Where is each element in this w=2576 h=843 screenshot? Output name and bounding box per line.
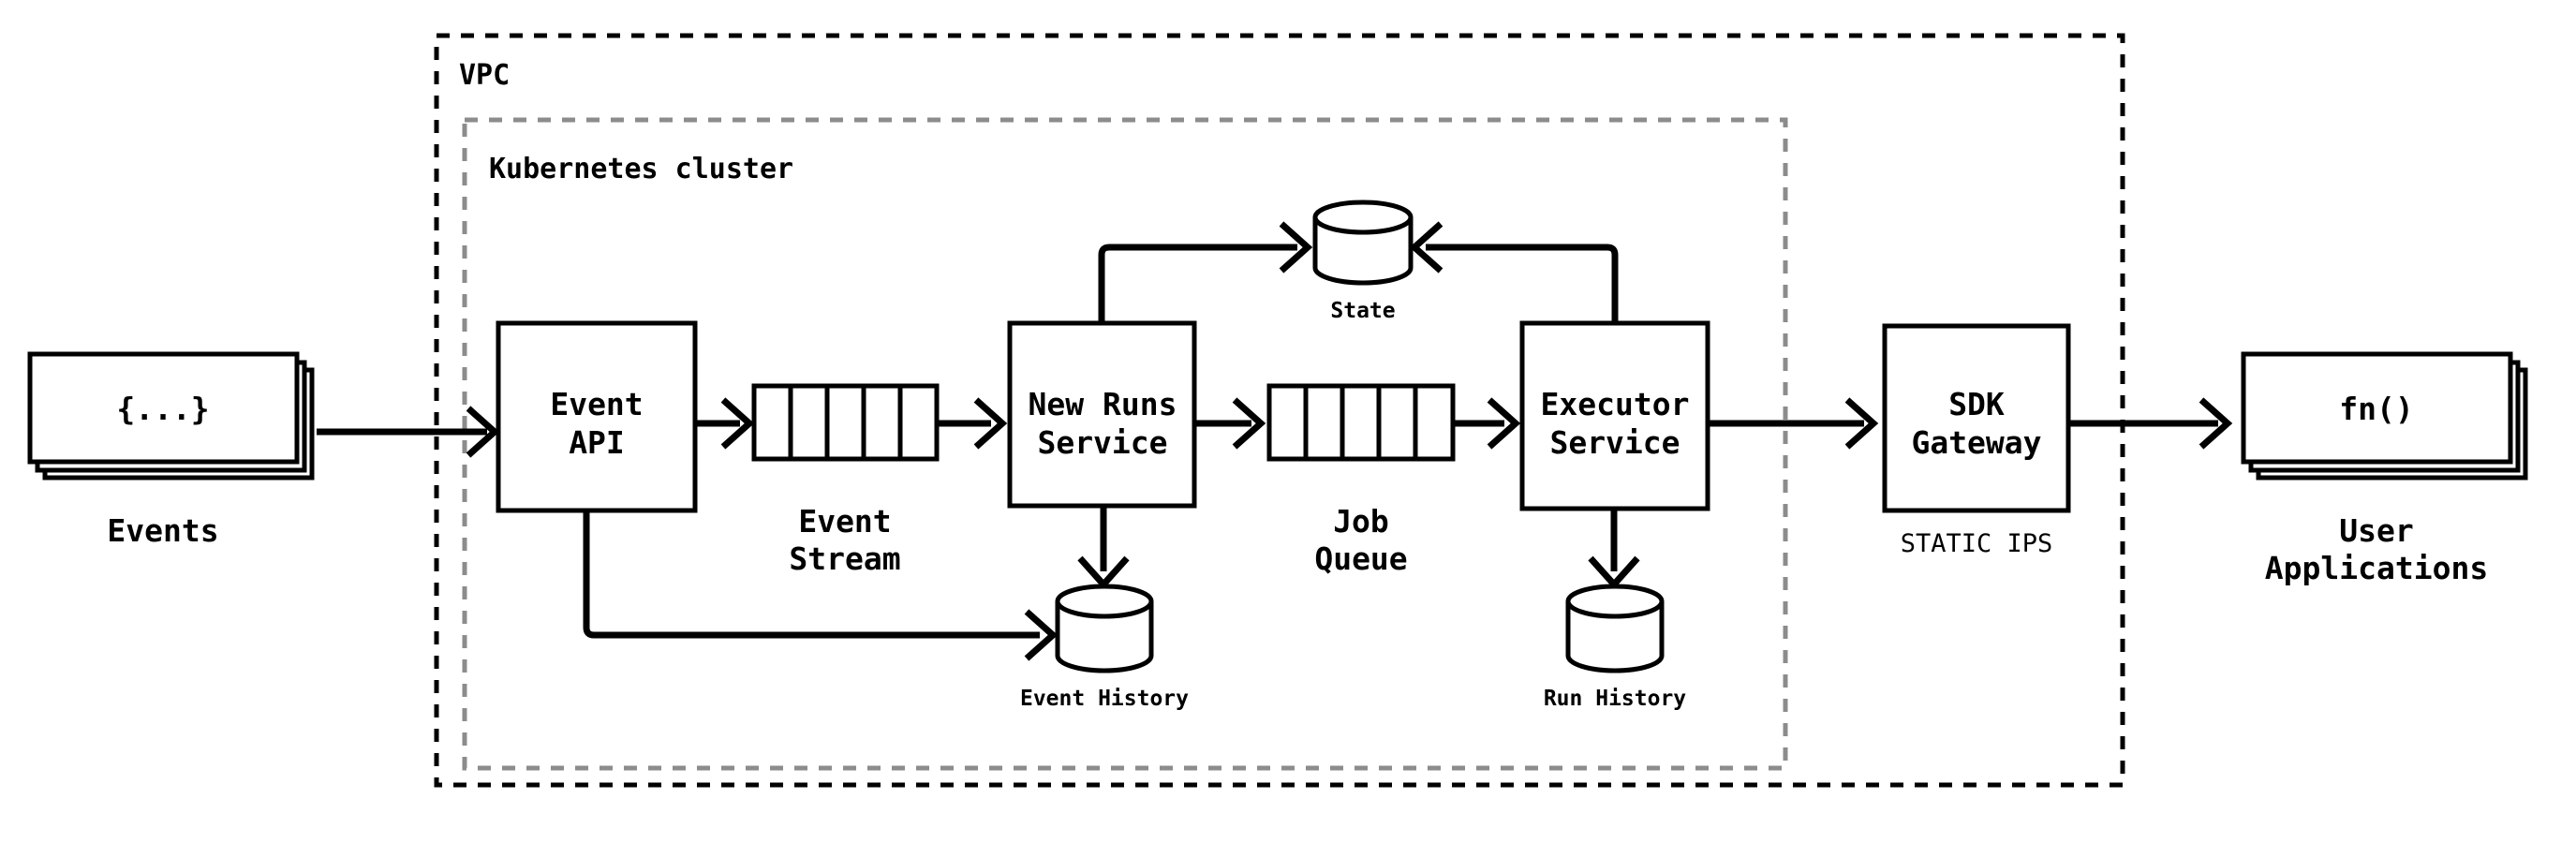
user-applications-caption-line2: Applications xyxy=(2265,550,2488,586)
event-history-cylinder-top xyxy=(1055,584,1154,619)
arrowhead xyxy=(1487,397,1521,450)
node-user-applications[interactable]: fn() User Applications xyxy=(2241,351,2528,586)
kubernetes-boundary: Kubernetes cluster xyxy=(462,117,1788,771)
edge-executor-service-to-run-history xyxy=(1588,509,1640,590)
node-event-stream[interactable]: Event Stream xyxy=(751,383,940,577)
events-stack-front xyxy=(27,351,300,465)
edge-new-runs-service-to-job-queue xyxy=(1194,397,1266,450)
sdk-gateway-label-line1: SDK xyxy=(1948,386,2005,422)
arrowhead xyxy=(1409,221,1443,274)
edge-executor-service-to-sdk-gateway xyxy=(1708,397,1879,450)
state-cylinder-body xyxy=(1312,217,1414,286)
node-state[interactable]: State xyxy=(1312,200,1414,323)
job-queue-caption-line1: Job xyxy=(1333,503,1389,540)
run-history-cylinder-body xyxy=(1565,601,1665,673)
edge-executor-service-to-state xyxy=(1409,221,1619,326)
new-runs-service-label-line2: Service xyxy=(1037,424,1167,461)
vpc-label: VPC xyxy=(459,59,510,92)
event-api-label-line1: Event xyxy=(550,386,643,422)
arrowhead xyxy=(1024,609,1059,661)
node-job-queue[interactable]: Job Queue xyxy=(1266,383,1456,577)
event-api-label-line2: API xyxy=(569,424,625,461)
executor-service-label-line2: Service xyxy=(1549,424,1680,461)
arrowhead xyxy=(1232,397,1266,450)
sdk-gateway-caption: STATIC IPS xyxy=(1901,529,2053,558)
sdk-gateway-label-line2: Gateway xyxy=(1911,424,2041,461)
edge-new-runs-service-to-event-history xyxy=(1077,506,1130,590)
node-sdk-gateway[interactable]: SDK Gateway STATIC IPS xyxy=(1882,323,2071,558)
edge-job-queue-to-executor-service xyxy=(1454,397,1521,450)
state-cylinder-top xyxy=(1312,200,1414,235)
edge-event-api-to-event-stream xyxy=(695,397,755,450)
edge-event-stream-to-new-runs-service xyxy=(937,397,1008,450)
user-applications-caption-line1: User xyxy=(2339,512,2413,549)
events-icon-label: {...} xyxy=(116,391,209,427)
kubernetes-label: Kubernetes cluster xyxy=(489,153,793,185)
new-runs-service-label-line1: New Runs xyxy=(1029,386,1177,422)
node-events[interactable]: {...} Events xyxy=(27,351,315,549)
node-run-history[interactable]: Run History xyxy=(1544,584,1686,711)
sdk-gateway-box xyxy=(1882,323,2071,513)
executor-service-box xyxy=(1519,320,1710,511)
job-queue-caption-line2: Queue xyxy=(1314,540,1407,577)
arrowhead xyxy=(720,397,755,450)
kubernetes-border xyxy=(462,117,1788,771)
new-runs-service-box xyxy=(1007,320,1197,509)
edge-sdk-gateway-to-user-applications xyxy=(2068,397,2233,450)
arrowhead xyxy=(2198,397,2233,450)
run-history-cylinder-top xyxy=(1565,584,1665,619)
arrowhead xyxy=(1279,221,1313,274)
executor-service-label-line1: Executor xyxy=(1541,386,1690,422)
node-new-runs-service[interactable]: New Runs Service xyxy=(1007,320,1197,509)
vpc-boundary: VPC xyxy=(434,33,2125,788)
run-history-caption: Run History xyxy=(1544,687,1686,711)
event-stream-caption-line1: Event xyxy=(798,503,891,540)
node-executor-service[interactable]: Executor Service xyxy=(1519,320,1710,511)
arrowhead xyxy=(466,406,500,458)
edge-event-api-to-event-history xyxy=(583,510,1059,661)
user-applications-stack-front xyxy=(2241,351,2513,465)
events-caption: Events xyxy=(107,512,218,549)
event-api-box xyxy=(496,320,698,513)
state-caption: State xyxy=(1330,299,1395,323)
user-applications-icon-label: fn() xyxy=(2339,391,2413,427)
event-history-cylinder-body xyxy=(1055,601,1154,673)
edge-new-runs-service-to-state xyxy=(1098,221,1313,326)
event-history-caption: Event History xyxy=(1020,687,1189,711)
arrowhead xyxy=(1844,397,1879,450)
edge-events-to-event-api xyxy=(317,406,500,458)
arrowhead xyxy=(973,397,1008,450)
node-event-history[interactable]: Event History xyxy=(1020,584,1189,711)
node-event-api[interactable]: Event API xyxy=(496,320,698,513)
job-queue-box xyxy=(1266,383,1456,462)
event-stream-queue-box xyxy=(751,383,940,462)
event-stream-caption-line2: Stream xyxy=(789,540,900,577)
